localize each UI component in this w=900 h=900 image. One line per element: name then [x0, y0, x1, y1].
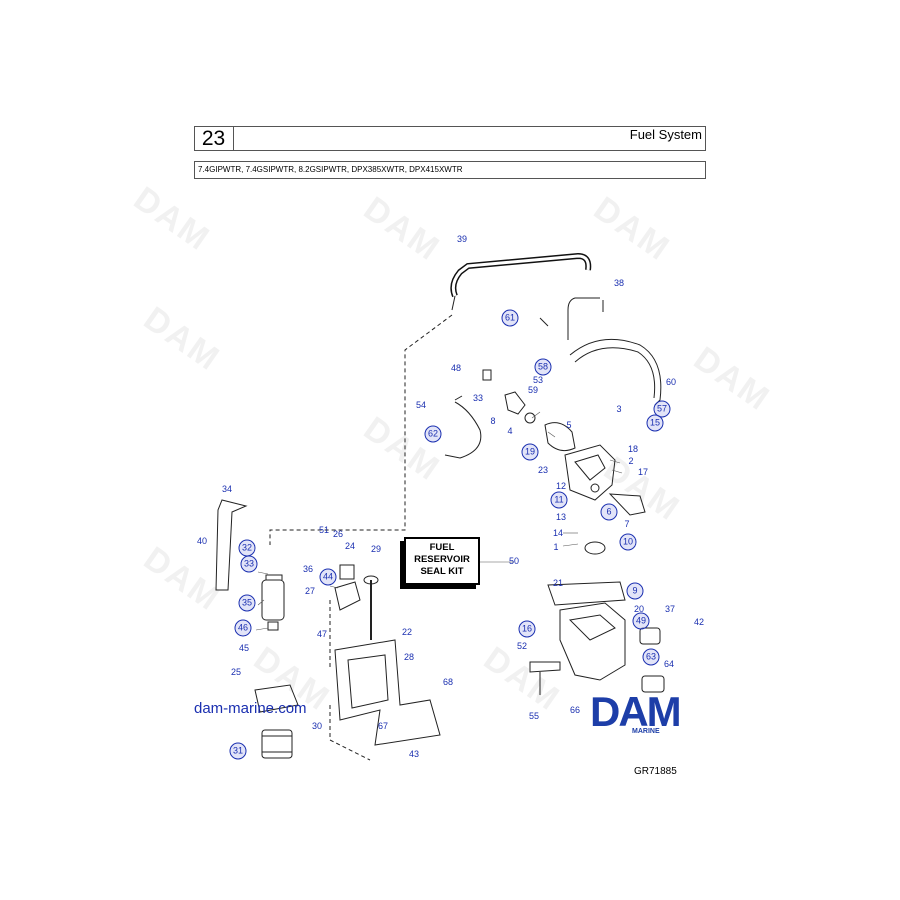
- callout-30: 30: [311, 721, 323, 731]
- callout-15: 15: [646, 414, 664, 432]
- fuel-filter-19: [544, 422, 576, 452]
- callout-54: 54: [415, 400, 427, 410]
- callout-61: 61: [501, 309, 519, 327]
- callout-32: 32: [238, 539, 256, 557]
- callout-22: 22: [401, 627, 413, 637]
- callout-42: 42: [693, 617, 705, 627]
- callout-52: 52: [516, 641, 528, 651]
- callout-6: 6: [600, 503, 618, 521]
- callout-39: 39: [456, 234, 468, 244]
- callout-57: 57: [653, 400, 671, 418]
- website-link[interactable]: dam-marine.com: [194, 700, 307, 717]
- callout-44: 44: [319, 568, 337, 586]
- model-list: 7.4GIPWTR, 7.4GSIPWTR, 8.2GSIPWTR, DPX38…: [194, 161, 706, 179]
- callout-63: 63: [642, 648, 660, 666]
- callout-40: 40: [196, 536, 208, 546]
- callout-10: 10: [619, 533, 637, 551]
- callout-19: 19: [521, 443, 539, 461]
- drawing-code: GR71885: [634, 766, 677, 777]
- callout-4: 4: [507, 426, 513, 436]
- callout-36: 36: [302, 564, 314, 574]
- line-60: [569, 338, 662, 406]
- fuel-pump-housing: [564, 444, 616, 501]
- callout-50: 50: [508, 556, 520, 566]
- callout-25: 25: [230, 667, 242, 677]
- callout-55: 55: [528, 711, 540, 721]
- callout-62: 62: [424, 425, 442, 443]
- callout-35: 35: [238, 594, 256, 612]
- line-54: [444, 401, 482, 459]
- callout-53: 53: [532, 375, 544, 385]
- bracket-34: [215, 499, 248, 591]
- callout-24: 24: [344, 541, 356, 551]
- header-frame: [194, 126, 706, 151]
- callout-66: 66: [569, 705, 581, 715]
- oil-filter-31: [261, 729, 293, 759]
- callout-16: 16: [518, 620, 536, 638]
- callout-1: 1: [553, 542, 559, 552]
- kit-line-2: RESERVOIR: [414, 554, 470, 565]
- callout-58: 58: [534, 358, 552, 376]
- callout-33: 33: [472, 393, 484, 403]
- reservoir-20: [559, 602, 626, 681]
- callout-3: 3: [616, 404, 622, 414]
- callout-11: 11: [550, 491, 568, 509]
- callout-59: 59: [527, 385, 539, 395]
- fuel-filter-35: [261, 579, 285, 621]
- callout-9: 9: [626, 582, 644, 600]
- callout-48: 48: [450, 363, 462, 373]
- callout-26: 26: [332, 529, 344, 539]
- callout-20: 20: [633, 604, 645, 614]
- callout-13: 13: [555, 512, 567, 522]
- callout-8: 8: [490, 416, 496, 426]
- callout-23: 23: [537, 465, 549, 475]
- mount-bracket-22: [334, 639, 441, 746]
- callout-37: 37: [664, 604, 676, 614]
- callout-67: 67: [377, 721, 389, 731]
- section-number: 23: [194, 126, 234, 151]
- callout-5: 5: [566, 420, 572, 430]
- page-title: Fuel System: [629, 127, 702, 142]
- dam-logo-subtitle: MARINE: [632, 728, 660, 735]
- callout-14: 14: [552, 528, 564, 538]
- callout-7: 7: [624, 519, 630, 529]
- callout-34: 34: [221, 484, 233, 494]
- callout-45: 45: [238, 643, 250, 653]
- callout-38: 38: [613, 278, 625, 288]
- valve-47: [334, 581, 361, 611]
- line-38: [567, 297, 604, 340]
- callout-64: 64: [663, 659, 675, 669]
- callout-33: 33: [240, 555, 258, 573]
- callout-17: 17: [637, 467, 649, 477]
- callout-21: 21: [552, 578, 564, 588]
- callout-12: 12: [555, 481, 567, 491]
- callout-31: 31: [229, 742, 247, 760]
- dashed-link: [269, 314, 453, 545]
- kit-line-1: FUEL: [429, 542, 455, 553]
- callout-43: 43: [408, 749, 420, 759]
- callout-2: 2: [628, 456, 634, 466]
- callout-46: 46: [234, 619, 252, 637]
- callout-47: 47: [316, 629, 328, 639]
- callout-18: 18: [627, 444, 639, 454]
- callout-49: 49: [632, 612, 650, 630]
- kit-line-3: SEAL KIT: [420, 566, 464, 577]
- dam-logo: DAM: [590, 688, 682, 735]
- callout-60: 60: [665, 377, 677, 387]
- callout-27: 27: [304, 586, 316, 596]
- callout-68: 68: [442, 677, 454, 687]
- callout-29: 29: [370, 544, 382, 554]
- seal-kit-box: FUEL RESERVOIR SEAL KIT: [404, 537, 480, 585]
- callout-28: 28: [403, 652, 415, 662]
- callout-51: 51: [318, 525, 330, 535]
